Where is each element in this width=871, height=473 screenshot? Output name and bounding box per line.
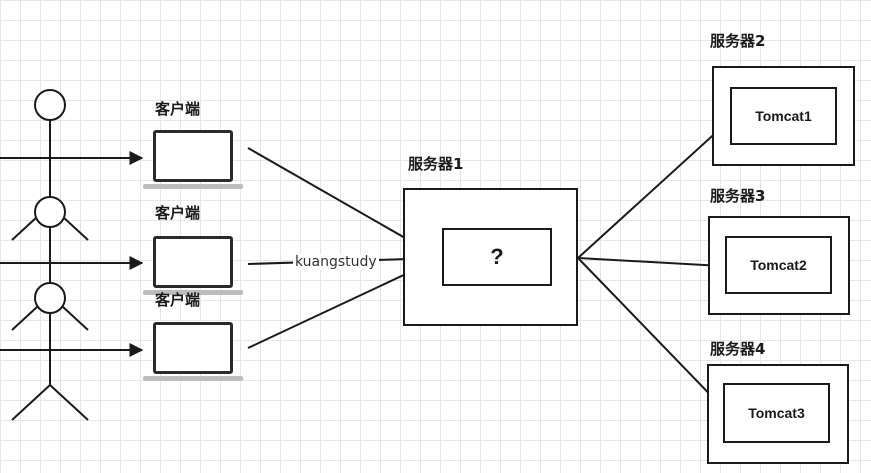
client-laptop-2 bbox=[153, 236, 233, 288]
user-figure-3 bbox=[0, 282, 95, 421]
client-laptop-base-2 bbox=[143, 290, 243, 295]
server-2-tomcat: Tomcat1 bbox=[730, 87, 837, 145]
client-laptop-base-1 bbox=[143, 184, 243, 189]
arrow-proxy-server-3 bbox=[577, 257, 724, 273]
arrow-proxy-server-2 bbox=[577, 117, 734, 259]
client-laptop-3 bbox=[153, 322, 233, 374]
server-3-tomcat: Tomcat2 bbox=[725, 236, 832, 294]
server-3-label: 服务器3 bbox=[710, 187, 766, 205]
server-4-tomcat: Tomcat3 bbox=[723, 383, 830, 443]
arrow-proxy-server-4 bbox=[577, 257, 726, 412]
client-label-1: 客户端 bbox=[155, 100, 201, 118]
client-label-3: 客户端 bbox=[155, 291, 201, 309]
edge-label-kuangstudy: kuangstudy bbox=[293, 254, 379, 270]
proxy-unknown-box: ? bbox=[442, 228, 552, 286]
server-4-label: 服务器4 bbox=[710, 340, 766, 358]
proxy-label: 服务器1 bbox=[408, 155, 464, 173]
client-laptop-base-3 bbox=[143, 376, 243, 381]
server-2-label: 服务器2 bbox=[710, 32, 766, 50]
client-laptop-1 bbox=[153, 130, 233, 182]
client-label-2: 客户端 bbox=[155, 204, 201, 222]
